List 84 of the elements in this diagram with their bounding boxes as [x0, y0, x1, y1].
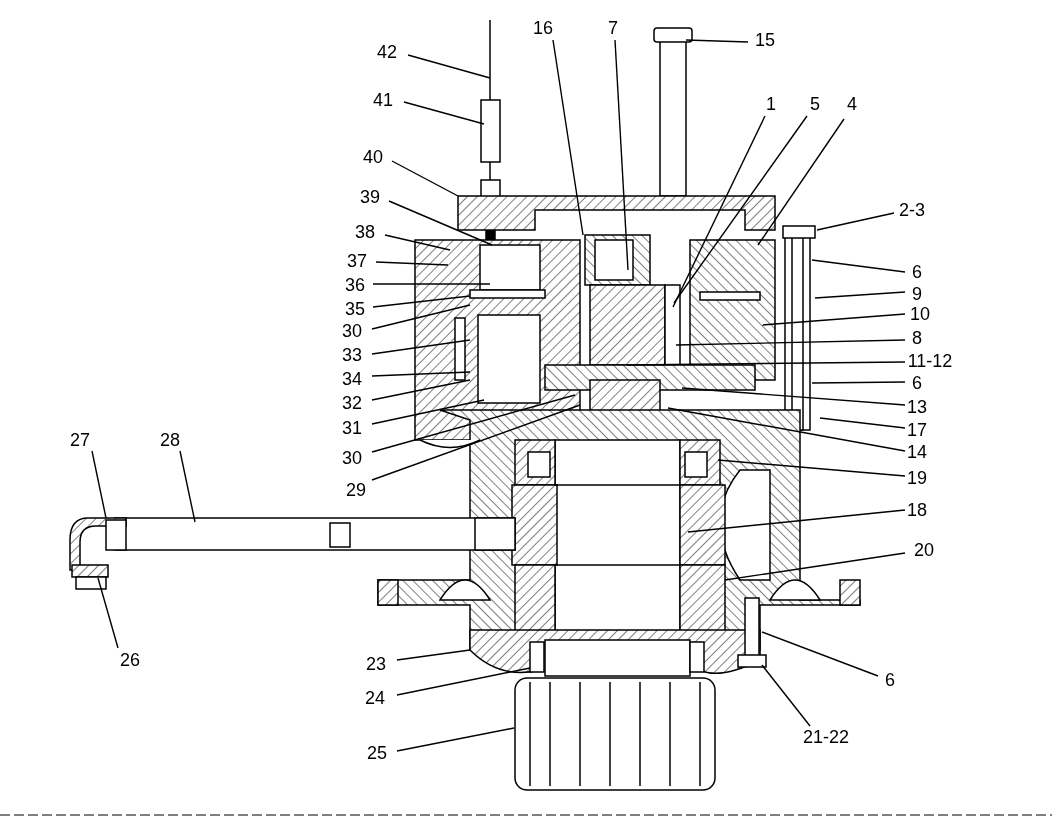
leader-line [614, 39, 629, 271]
callout-number: 7 [608, 18, 618, 38]
callout-number: 37 [347, 251, 367, 271]
leader-line [179, 450, 196, 523]
callout-number: 34 [342, 369, 362, 389]
leader-line [675, 339, 906, 346]
leader-line [372, 283, 491, 285]
leader-line [371, 339, 471, 355]
leader-line [371, 404, 581, 481]
callout-number: 26 [120, 650, 140, 670]
callout-number: 5 [810, 94, 820, 114]
callout-number: 1 [766, 94, 776, 114]
callout-number: 25 [367, 743, 387, 763]
leader-line [687, 509, 906, 533]
callout-number: 8 [912, 328, 922, 348]
callout-number: 14 [907, 442, 927, 462]
callout-number: 6 [912, 373, 922, 393]
leader-line [391, 160, 459, 197]
callout-number: 40 [363, 147, 383, 167]
callout-number: 21-22 [803, 727, 849, 747]
leader-line [371, 379, 471, 401]
callout-number: 36 [345, 275, 365, 295]
leader-line [371, 371, 471, 377]
callout-number: 32 [342, 393, 362, 413]
leader-line [761, 664, 811, 727]
callout-number: 9 [912, 284, 922, 304]
callout-number: 10 [910, 304, 930, 324]
leader-line [403, 101, 485, 125]
leader-line [724, 552, 906, 581]
leader-line [667, 407, 906, 452]
leader-line [97, 577, 119, 649]
callout-number: 4 [847, 94, 857, 114]
leader-line [371, 304, 471, 330]
callout-number: 19 [907, 468, 927, 488]
leader-line [816, 212, 895, 231]
leader-line [371, 394, 576, 453]
leader-line [396, 649, 471, 661]
callout-number: 2-3 [899, 200, 925, 220]
leader-line [761, 313, 906, 326]
callout-number: 29 [346, 480, 366, 500]
leader-line [407, 54, 491, 79]
leader-line [372, 295, 471, 308]
callout-number: 20 [914, 540, 934, 560]
callout-number: 39 [360, 187, 380, 207]
leader-line [811, 381, 906, 384]
leader-line [761, 631, 879, 677]
leader-line [673, 115, 808, 304]
callout-number: 16 [533, 18, 553, 38]
callout-number: 18 [907, 500, 927, 520]
leader-line [717, 459, 906, 477]
leader-line [626, 361, 906, 366]
callout-number: 13 [907, 397, 927, 417]
leader-line [375, 261, 449, 266]
leader-line [672, 115, 766, 308]
callout-number: 33 [342, 345, 362, 365]
callout-number: 6 [885, 670, 895, 690]
callout-number: 35 [345, 299, 365, 319]
leader-line [396, 727, 515, 752]
callout-number: 38 [355, 222, 375, 242]
leader-line [396, 667, 531, 696]
callout-number: 30 [342, 321, 362, 341]
callout-number: 17 [907, 420, 927, 440]
leader-line [814, 291, 906, 299]
callout-number: 31 [342, 418, 362, 438]
leader-line [819, 417, 906, 429]
callout-number: 42 [377, 42, 397, 62]
callout-number: 24 [365, 688, 385, 708]
callout-number: 41 [373, 90, 393, 110]
leader-line [388, 200, 493, 246]
callout-number: 27 [70, 430, 90, 450]
callout-number: 30 [342, 448, 362, 468]
callout-number: 28 [160, 430, 180, 450]
leader-line [811, 259, 906, 273]
leader-line [757, 118, 845, 246]
callout-number: 11-12 [907, 351, 953, 371]
leader-line [384, 234, 451, 251]
leader-line [681, 387, 906, 406]
callout-number: 23 [366, 654, 386, 674]
callout-number: 15 [755, 30, 775, 50]
leader-line [371, 399, 485, 425]
leader-line [91, 450, 107, 519]
leader-line [685, 39, 749, 43]
leader-line [552, 39, 584, 236]
callout-number: 6 [912, 262, 922, 282]
